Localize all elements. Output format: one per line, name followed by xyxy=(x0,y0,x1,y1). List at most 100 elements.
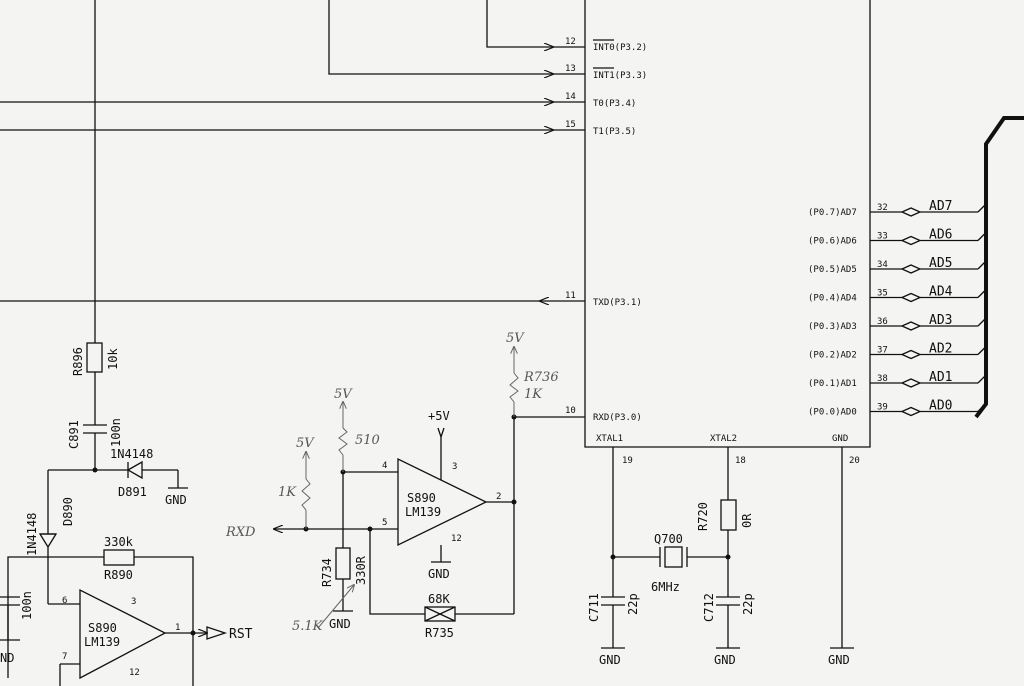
gnd-label: GND xyxy=(828,653,850,667)
comp-mid-vcc-pin: 3 xyxy=(452,462,457,472)
pin-num-int1: 13 xyxy=(565,64,576,74)
bus-entry xyxy=(977,203,987,213)
comp-left-gnd-pin: 12 xyxy=(129,668,140,678)
r735-value: 68K xyxy=(428,592,450,606)
pin-num-txd: 11 xyxy=(565,291,576,301)
ad-pin-number: 39 xyxy=(877,403,888,413)
signal-int1: 13 INT1(P3.3) xyxy=(328,0,647,81)
c712-value: 22p xyxy=(741,593,755,615)
hand-510: 510 xyxy=(355,433,380,448)
ad-pin-name: (P0.0)AD0 xyxy=(808,408,857,418)
pin-name-t1: T1(P3.5) xyxy=(593,127,636,137)
pin-name-int1: INT1(P3.3) xyxy=(593,71,647,81)
r896-ref: R896 xyxy=(71,347,85,376)
ad-pin-row: 39 (P0.0)AD0 AD0 xyxy=(808,399,987,418)
r890-value: 330k xyxy=(104,535,134,549)
hand-5-1k: 5.1K xyxy=(292,619,324,634)
signal-t1: 15 T1(P3.5) xyxy=(0,120,636,137)
comp-mid-out-pin: 2 xyxy=(496,492,501,502)
hand-5v-3: 5V xyxy=(506,331,525,346)
c711-ref: C711 xyxy=(587,593,601,622)
signal-rxd: 10 RXD(P3.0) xyxy=(514,406,642,423)
comp-mid-gnd-pin: 12 xyxy=(451,534,462,544)
gnd-label: GND xyxy=(329,617,351,631)
c-left-value: 100n xyxy=(20,591,34,620)
rst-output-arrow xyxy=(206,626,228,640)
ad-pin-row: 38 (P0.1)AD1 AD1 xyxy=(808,370,987,389)
r890-ref: R890 xyxy=(104,568,133,582)
ad-pin-number: 36 xyxy=(877,317,888,327)
bus-entry xyxy=(977,346,987,355)
q700-value: 6MHz xyxy=(651,580,680,594)
ad-pin-name: (P0.1)AD1 xyxy=(808,379,857,389)
comp-left-part: LM139 xyxy=(84,635,120,649)
signal-txd: 11 TXD(P3.1) xyxy=(0,291,642,308)
ad-net-label: AD0 xyxy=(929,399,952,414)
gnd-label: GND xyxy=(428,567,450,581)
hand-r736-value: 1K xyxy=(524,387,543,402)
c712-ref: C712 xyxy=(702,593,716,622)
pin-name-txd: TXD(P3.1) xyxy=(593,298,642,308)
d890-value: 1N4148 xyxy=(25,513,39,556)
comp-mid-plus-pin: 5 xyxy=(382,518,387,528)
bus-port-icon xyxy=(900,321,922,331)
r896-resistor xyxy=(86,342,103,373)
pin-name-t0: T0(P3.4) xyxy=(593,99,636,109)
hand-5v-2: 5V xyxy=(334,387,353,402)
bus-entry xyxy=(977,260,987,270)
d891-diode xyxy=(126,460,143,480)
ad-pin-number: 32 xyxy=(877,203,888,213)
r720-ref: R720 xyxy=(696,502,710,531)
r720-value: 0R xyxy=(740,513,754,528)
ad-net-label: AD2 xyxy=(929,342,952,357)
pin-name-rxd: RXD(P3.0) xyxy=(593,413,642,423)
pin-num-xtal1: 19 xyxy=(622,456,633,466)
bus-entry xyxy=(977,232,987,241)
gnd-label: GND xyxy=(714,653,736,667)
nd-label: ND xyxy=(0,651,14,665)
pin-num-xtal2: 18 xyxy=(735,456,746,466)
reset-circuit: R896 10k C891 100n 1N4148 D891 GND 1N414… xyxy=(0,0,253,686)
ad-net-label: AD3 xyxy=(929,313,952,328)
comparator-left xyxy=(79,588,167,680)
r720-resistor xyxy=(720,499,737,531)
comp-left-ref: S890 xyxy=(88,621,117,635)
bus-port-icon xyxy=(900,292,922,303)
ad-net-label: AD7 xyxy=(929,199,952,214)
r890-resistor xyxy=(103,549,135,566)
ad-pin-name: (P0.4)AD4 xyxy=(808,294,857,304)
pin-num-rxd: 10 xyxy=(565,406,576,416)
bus-port-icon xyxy=(900,349,922,360)
ad-pin-name: (P0.7)AD7 xyxy=(808,208,857,218)
pin-name-xtal2: XTAL2 xyxy=(710,434,737,444)
ad-pin-number: 38 xyxy=(877,374,888,384)
pin-num-t1: 15 xyxy=(565,120,576,130)
ad-net-label: AD1 xyxy=(929,370,952,385)
pin-num-t0: 14 xyxy=(565,92,576,102)
c711-value: 22p xyxy=(626,593,640,615)
ad-net-label: AD6 xyxy=(929,228,952,243)
r734-ref: R734 xyxy=(320,558,334,587)
bus-entry xyxy=(977,289,987,298)
ad-pin-number: 34 xyxy=(877,260,888,270)
signal-int0: 12 INT0(P3.2) xyxy=(486,0,647,53)
supply-5v-label: +5V xyxy=(428,409,450,423)
bus-entry xyxy=(977,374,987,384)
ad-pin-name: (P0.6)AD6 xyxy=(808,237,857,247)
q700-ref: Q700 xyxy=(654,532,683,546)
hand-rxd: RXD xyxy=(225,525,256,540)
pin-num-int0: 12 xyxy=(565,37,576,47)
comp-mid-part: LM139 xyxy=(405,505,441,519)
ad-pin-name: (P0.3)AD3 xyxy=(808,322,857,332)
hand-5v-1: 5V xyxy=(296,436,315,451)
ad-pin-number: 37 xyxy=(877,346,888,356)
d890-diode xyxy=(38,533,58,549)
ad-net-label: AD4 xyxy=(929,285,953,300)
bus-entry xyxy=(977,317,987,327)
oscillator-circuit: R720 0R Q700 6MHz C711 22p C712 22p GND … xyxy=(587,447,854,667)
